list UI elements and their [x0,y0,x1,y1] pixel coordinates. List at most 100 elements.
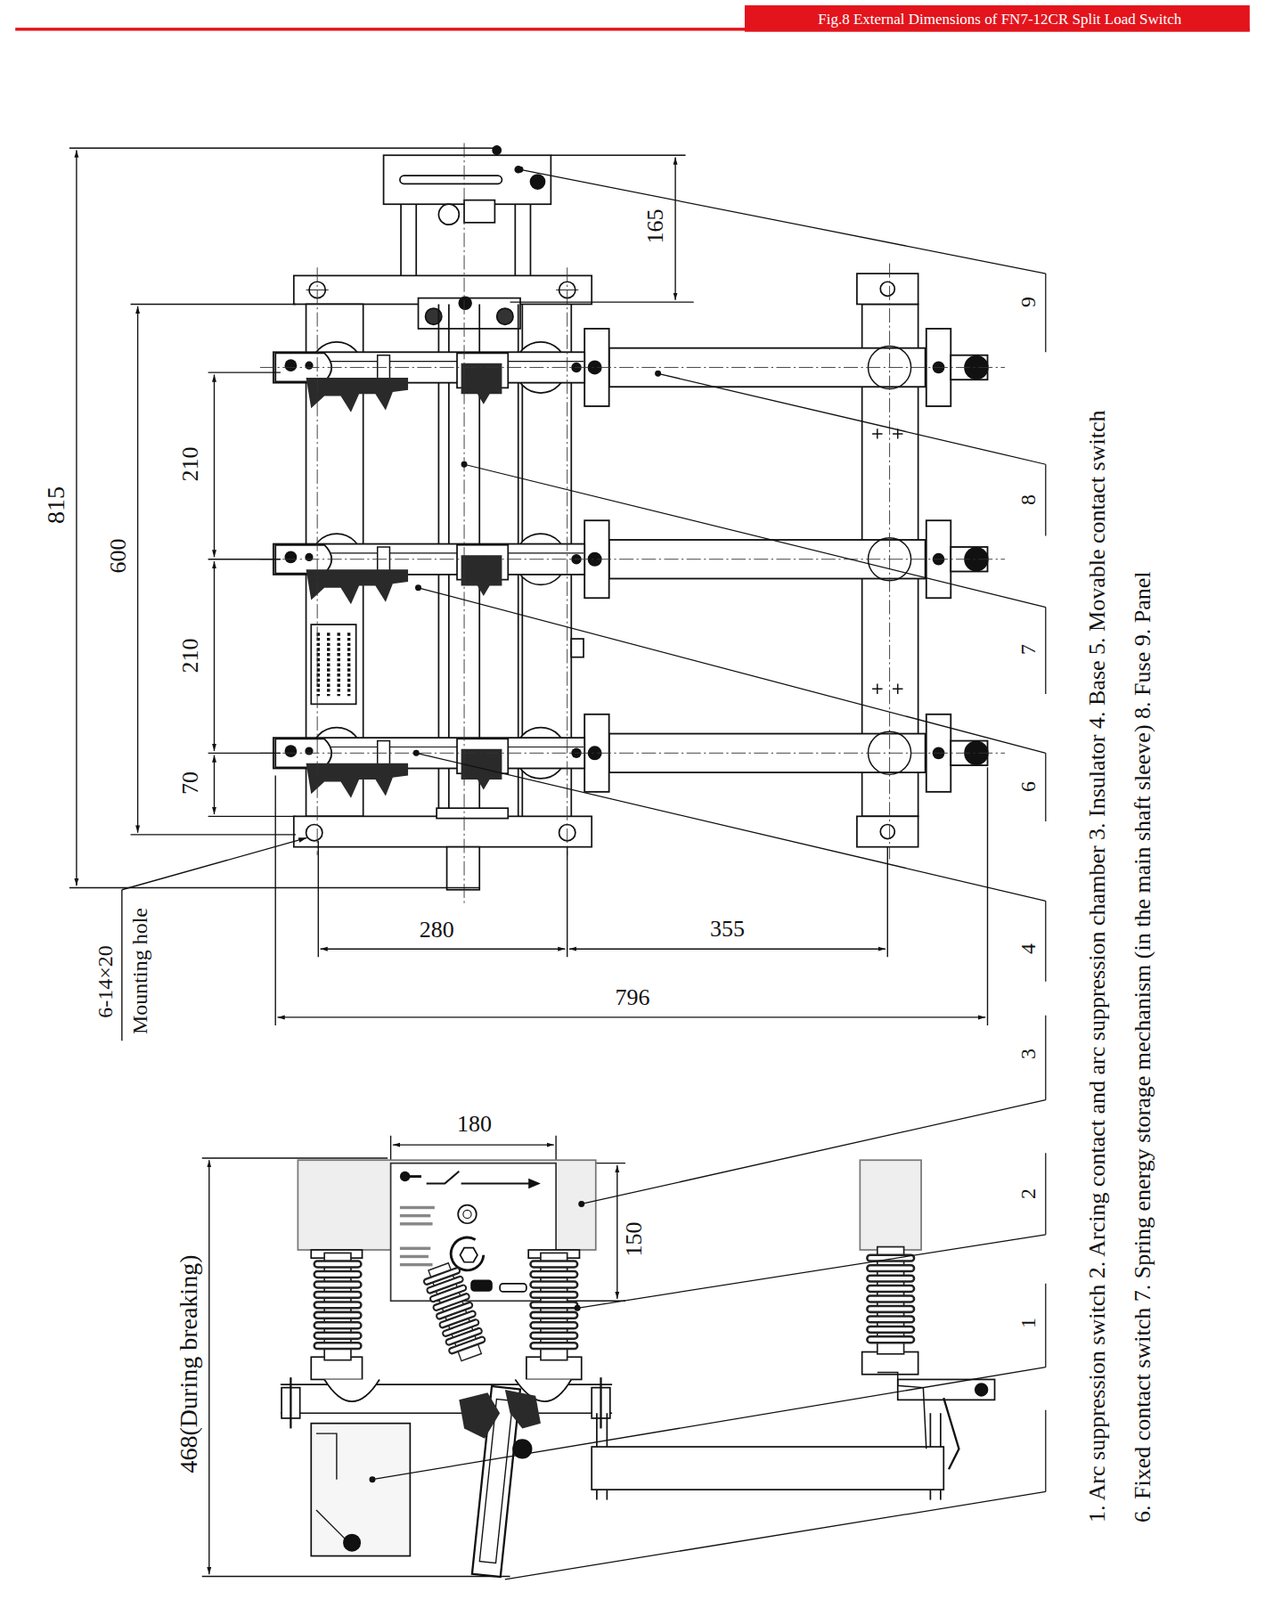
leader-line [369,166,1046,1579]
side-view [862,1352,919,1375]
side-view [399,1222,433,1225]
side-view-contacts [877,1371,927,1449]
leader-line [655,370,662,376]
top-view [571,638,584,658]
top-view [530,204,532,276]
dimension-line [213,561,215,751]
side-view-contacts [458,1392,500,1439]
center-line [464,143,466,904]
side-view-contacts [943,1397,959,1470]
header-band [744,5,1250,33]
side-view [859,1159,922,1250]
side-view-contacts [289,1377,292,1429]
dimension-value: 796 [615,986,651,1010]
phase-assembly [260,328,1005,413]
top-view [447,847,481,890]
leader-line [416,585,422,591]
side-view [457,1205,477,1225]
dimension-line [674,157,676,301]
top-view [514,204,516,276]
dimension-line [213,755,215,815]
leader-line [581,1100,1046,1205]
leader-line [1044,607,1046,694]
leader-line [1044,273,1046,352]
dimension-value: 210 [179,447,203,482]
callout-number: 9 [1017,296,1039,308]
insulator [420,1260,490,1364]
top-view [530,174,545,189]
top-view [458,296,472,310]
dimension-value: 600 [106,538,131,574]
leader-line [520,169,1046,274]
side-view [463,1209,472,1218]
mounting-hole-spec: 6-14×20 [94,945,116,1019]
side-view [297,1159,922,1380]
leader-line [369,1477,376,1483]
callout-number: 8 [1017,494,1039,506]
side-view-contacts [975,1383,988,1396]
dimension-value: 210 [179,638,203,674]
side-view-contacts [280,1411,613,1414]
dimension-value: 180 [457,1112,492,1136]
mounting-hole-leader [122,837,308,890]
dimension-line [202,1575,511,1577]
center-line [317,143,890,904]
side-view-contacts [310,1423,410,1557]
side-view [399,1263,433,1266]
phase-assembly [260,714,1005,799]
dimension-value: 165 [644,209,668,245]
side-view [399,1247,431,1250]
leader-line [577,1234,1046,1308]
side-view [528,1178,541,1189]
top-view [436,807,508,818]
leader-line [372,1367,1046,1480]
leader-line [1044,752,1046,822]
callout-number: 4 [1017,943,1039,955]
side-view [399,1214,431,1217]
leader-line [1044,1283,1046,1368]
parts-list: 6. Fixed contact switch 7. Spring energy… [1131,571,1155,1522]
leader-line [505,1491,1046,1579]
dimension-line [69,147,500,149]
side-view-contacts [280,1371,996,1577]
side-view [499,1283,527,1292]
dimension-line [208,1159,210,1575]
side-view [450,1237,484,1271]
dimension-value: 70 [179,771,203,795]
top-view [326,632,330,696]
dimension-line [208,816,296,817]
top-view [492,146,501,155]
top-view [293,816,592,847]
top-view [464,200,495,223]
center-line [889,263,890,860]
dimension-note: 468(During breaking) [176,1255,202,1474]
callout-number: 3 [1017,1048,1039,1060]
callout-number: 7 [1017,644,1039,655]
dimension-line [137,306,139,833]
dimension-value: 150 [622,1222,646,1257]
side-view-contacts [599,1377,602,1429]
top-view [306,824,323,841]
side-view-contacts [505,1389,541,1429]
leader-line [1044,464,1046,536]
insulator [866,1247,915,1355]
leader-line [517,166,523,172]
leader-line [1044,1410,1046,1493]
side-view [391,1163,557,1302]
dimension-value: 280 [419,918,455,942]
top-view [880,281,895,296]
top-view [336,632,340,696]
top-view [317,632,320,696]
callout-number: 2 [1017,1188,1039,1200]
leader-line [461,461,467,467]
dimension-line [616,1165,618,1299]
side-view [426,1171,538,1184]
parts-list: 1. Arc suppression switch 2. Arcing cont… [1085,409,1110,1522]
dimension-line [208,558,281,560]
center-line [317,267,319,856]
top-view [497,308,514,325]
leader-line [416,752,1046,901]
dimension-line [208,371,281,373]
leader-line [1044,900,1046,981]
